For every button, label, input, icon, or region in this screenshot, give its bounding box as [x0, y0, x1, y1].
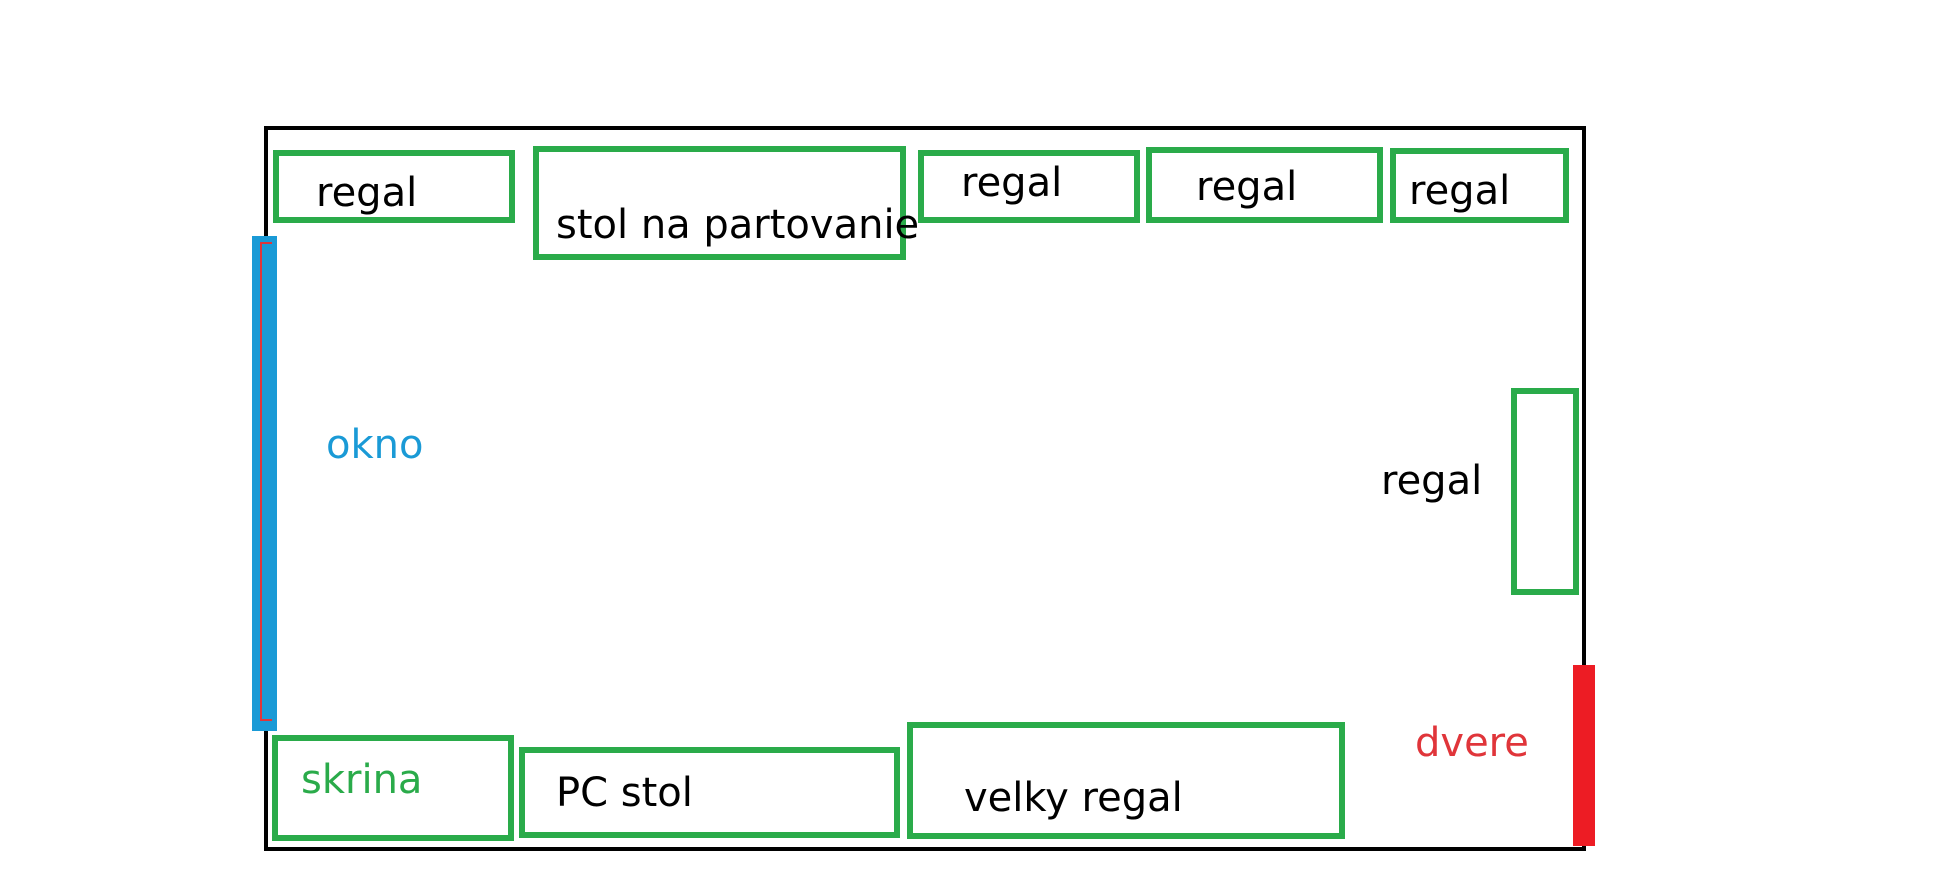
- skrina-label: skrina: [301, 757, 422, 803]
- door-label: dvere: [1415, 720, 1529, 766]
- regal-1-label: regal: [316, 170, 417, 216]
- regal-right-box: [1511, 388, 1579, 595]
- door: [1573, 665, 1595, 846]
- window-frame: [260, 242, 272, 721]
- velky-regal-label: velky regal: [964, 775, 1183, 821]
- velky-regal-box: [907, 722, 1345, 839]
- regal-2-label: regal: [961, 160, 1062, 206]
- stol-na-partovanie-label: stol na partovanie: [556, 202, 919, 248]
- regal-4-label: regal: [1409, 168, 1510, 214]
- pc-stol-box: [519, 747, 900, 838]
- skrina-box: [272, 735, 514, 841]
- regal-1-box: [273, 150, 515, 223]
- window: [252, 236, 277, 731]
- stol-na-partovanie-box: [533, 146, 906, 260]
- regal-right-label: regal: [1381, 458, 1482, 504]
- regal-2-box: [918, 150, 1140, 223]
- window-label: okno: [326, 422, 423, 468]
- pc-stol-label: PC stol: [556, 770, 693, 816]
- regal-4-box: [1390, 148, 1569, 223]
- regal-3-label: regal: [1196, 164, 1297, 210]
- regal-3-box: [1146, 147, 1383, 223]
